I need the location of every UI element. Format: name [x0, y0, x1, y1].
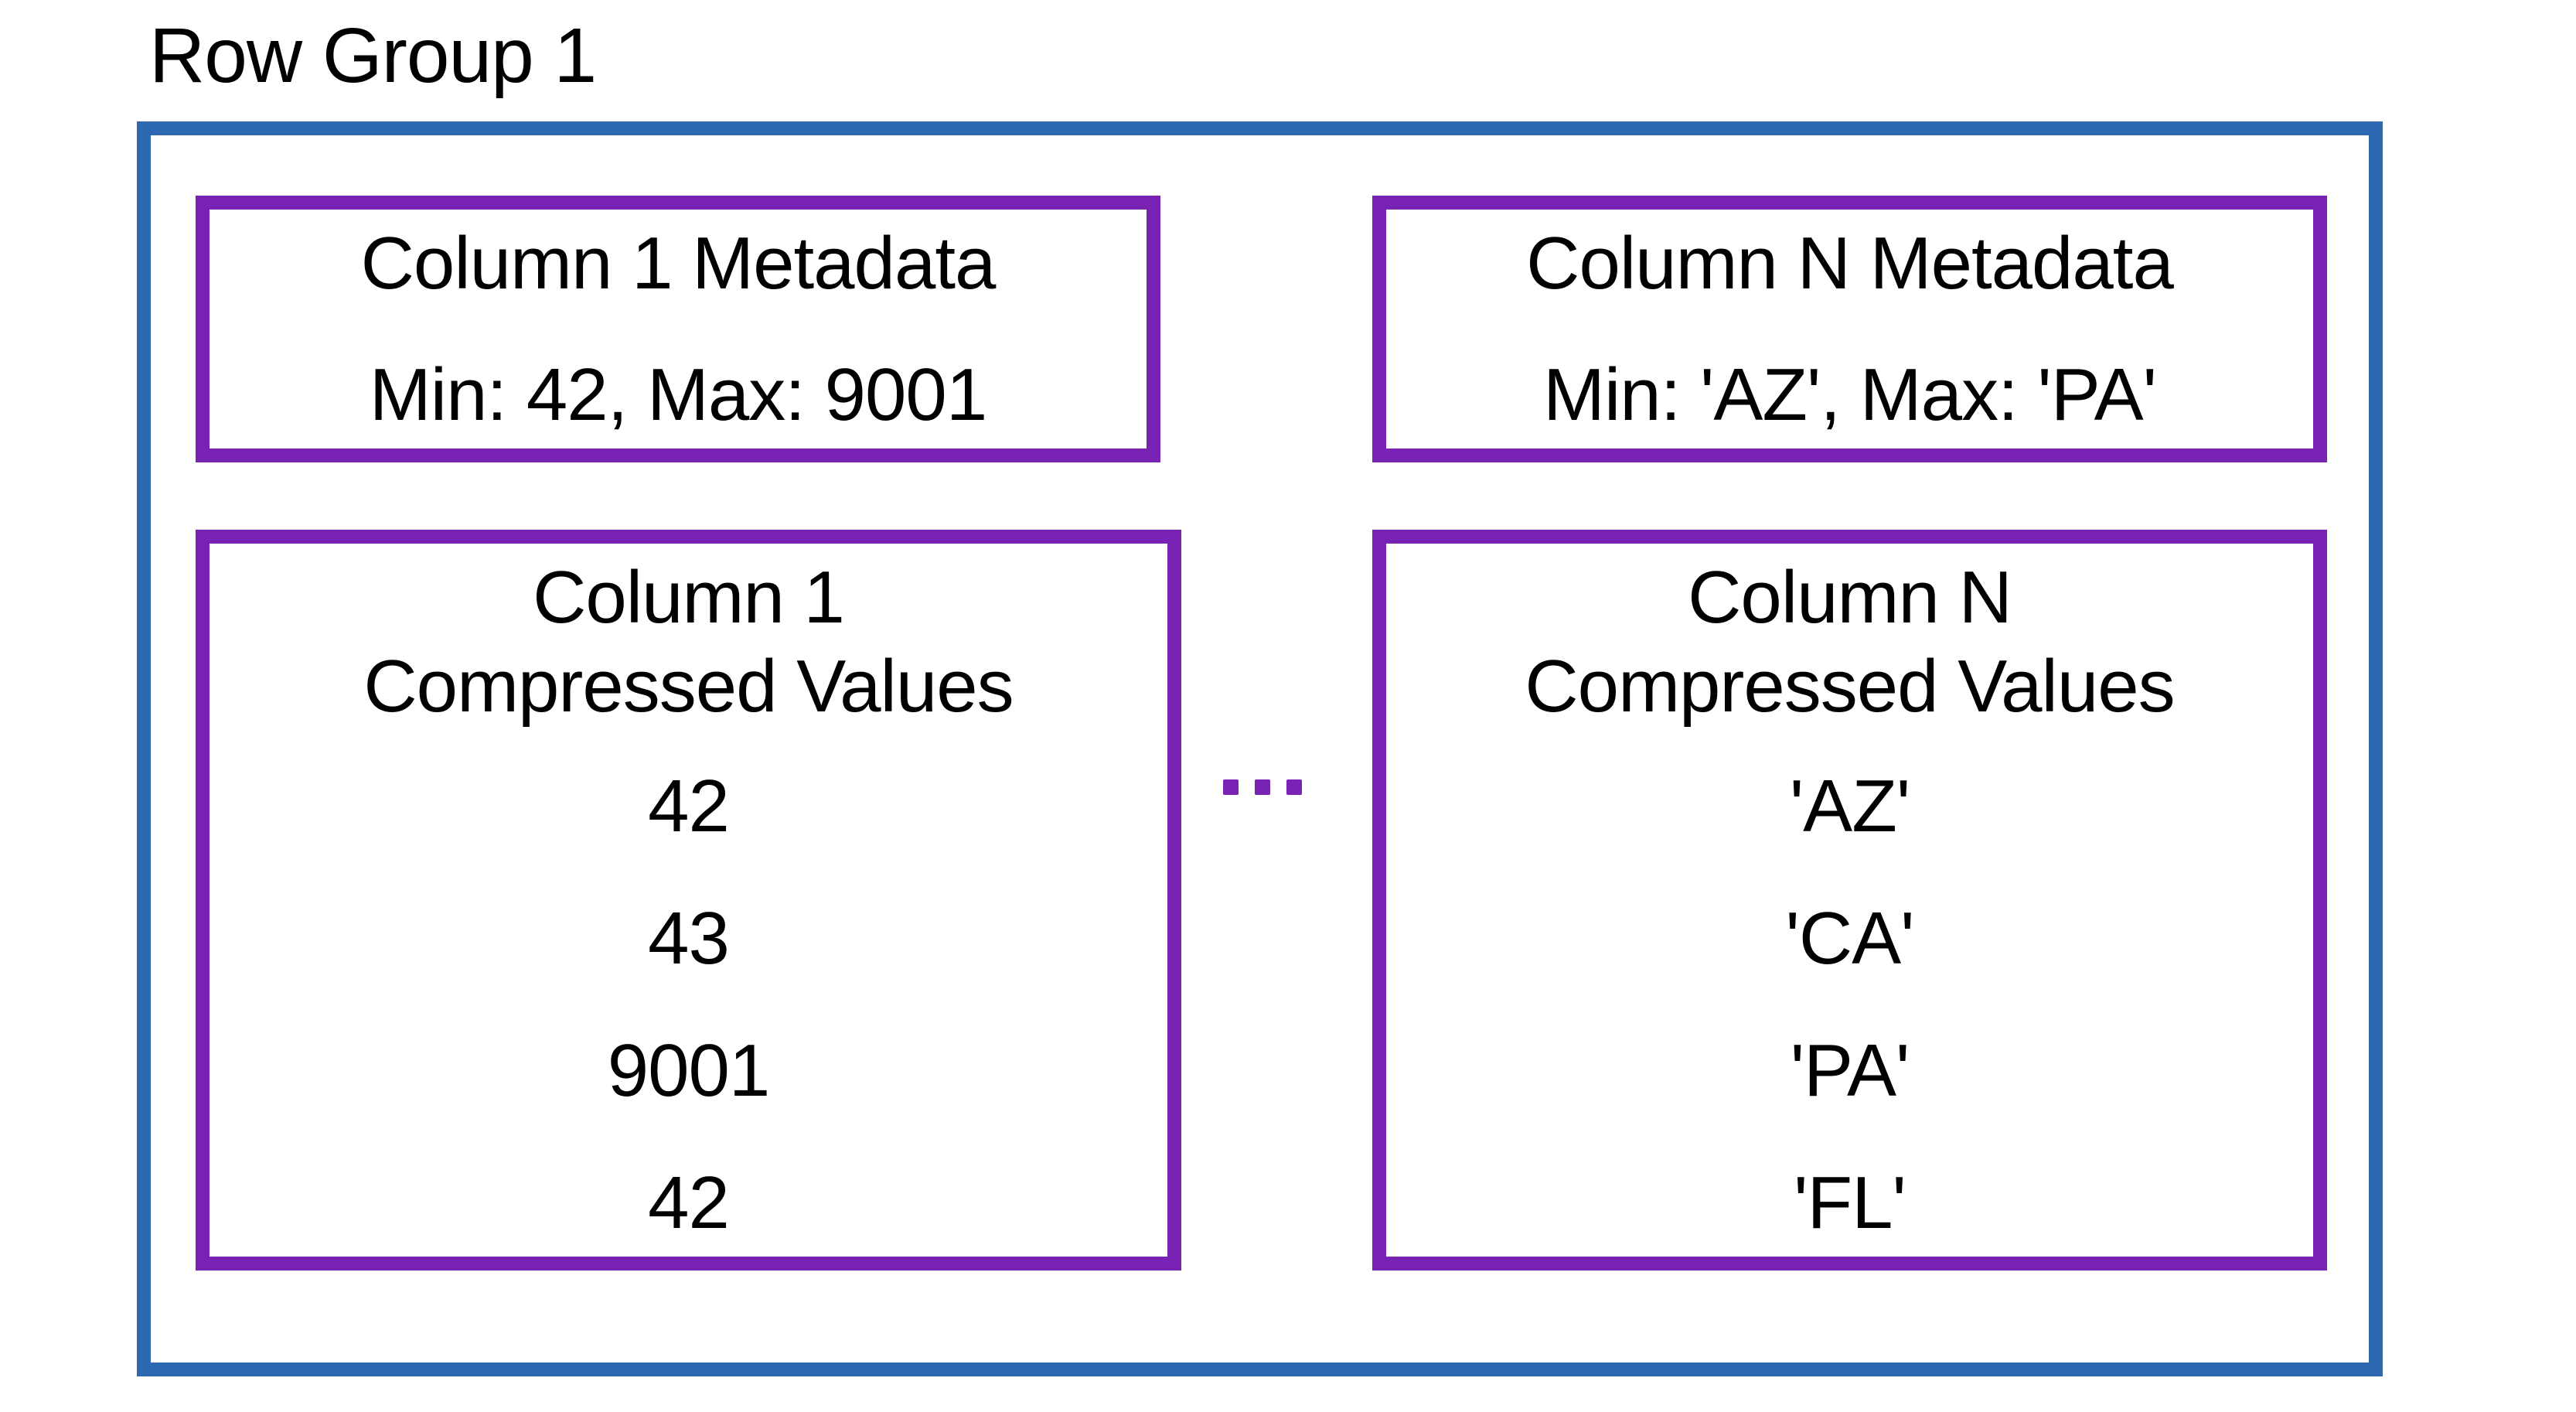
- column-1-values-box: Column 1 Compressed Values 42 43 9001 42: [196, 530, 1181, 1270]
- list-item: 'AZ': [1789, 765, 1910, 848]
- list-item: 'PA': [1790, 1029, 1910, 1112]
- column-1-metadata-box: Column 1 Metadata Min: 42, Max: 9001: [196, 196, 1160, 462]
- column-1-values-header-line2: Compressed Values: [363, 645, 1014, 728]
- column-1-values-header-line1: Column 1: [533, 556, 845, 639]
- column-1-metadata-minmax: Min: 42, Max: 9001: [369, 353, 987, 436]
- list-item: 42: [648, 1161, 730, 1244]
- row-group-title: Row Group 1: [149, 12, 597, 99]
- ellipsis-dot: [1286, 779, 1302, 795]
- column-n-values-header-line2: Compressed Values: [1525, 645, 2175, 728]
- ellipsis-dot: [1223, 779, 1239, 795]
- ellipsis-dot: [1255, 779, 1270, 795]
- column-n-metadata-title: Column N Metadata: [1526, 222, 2174, 305]
- ellipsis-icon: [1223, 779, 1302, 795]
- column-1-values-header: Column 1 Compressed Values: [363, 553, 1014, 731]
- list-item: 9001: [607, 1029, 771, 1112]
- column-1-metadata-title: Column 1 Metadata: [360, 222, 997, 305]
- list-item: 'FL': [1794, 1161, 1906, 1244]
- column-n-values-header: Column N Compressed Values: [1525, 553, 2175, 731]
- row-group-outline: [137, 121, 2383, 1376]
- column-n-values-header-line1: Column N: [1688, 556, 2012, 639]
- list-item: 'CA': [1785, 897, 1914, 980]
- column-n-values-box: Column N Compressed Values 'AZ' 'CA' 'PA…: [1372, 530, 2327, 1270]
- list-item: 43: [648, 897, 730, 980]
- column-n-metadata-box: Column N Metadata Min: 'AZ', Max: 'PA': [1372, 196, 2327, 462]
- list-item: 42: [648, 765, 730, 848]
- column-n-metadata-minmax: Min: 'AZ', Max: 'PA': [1543, 353, 2157, 436]
